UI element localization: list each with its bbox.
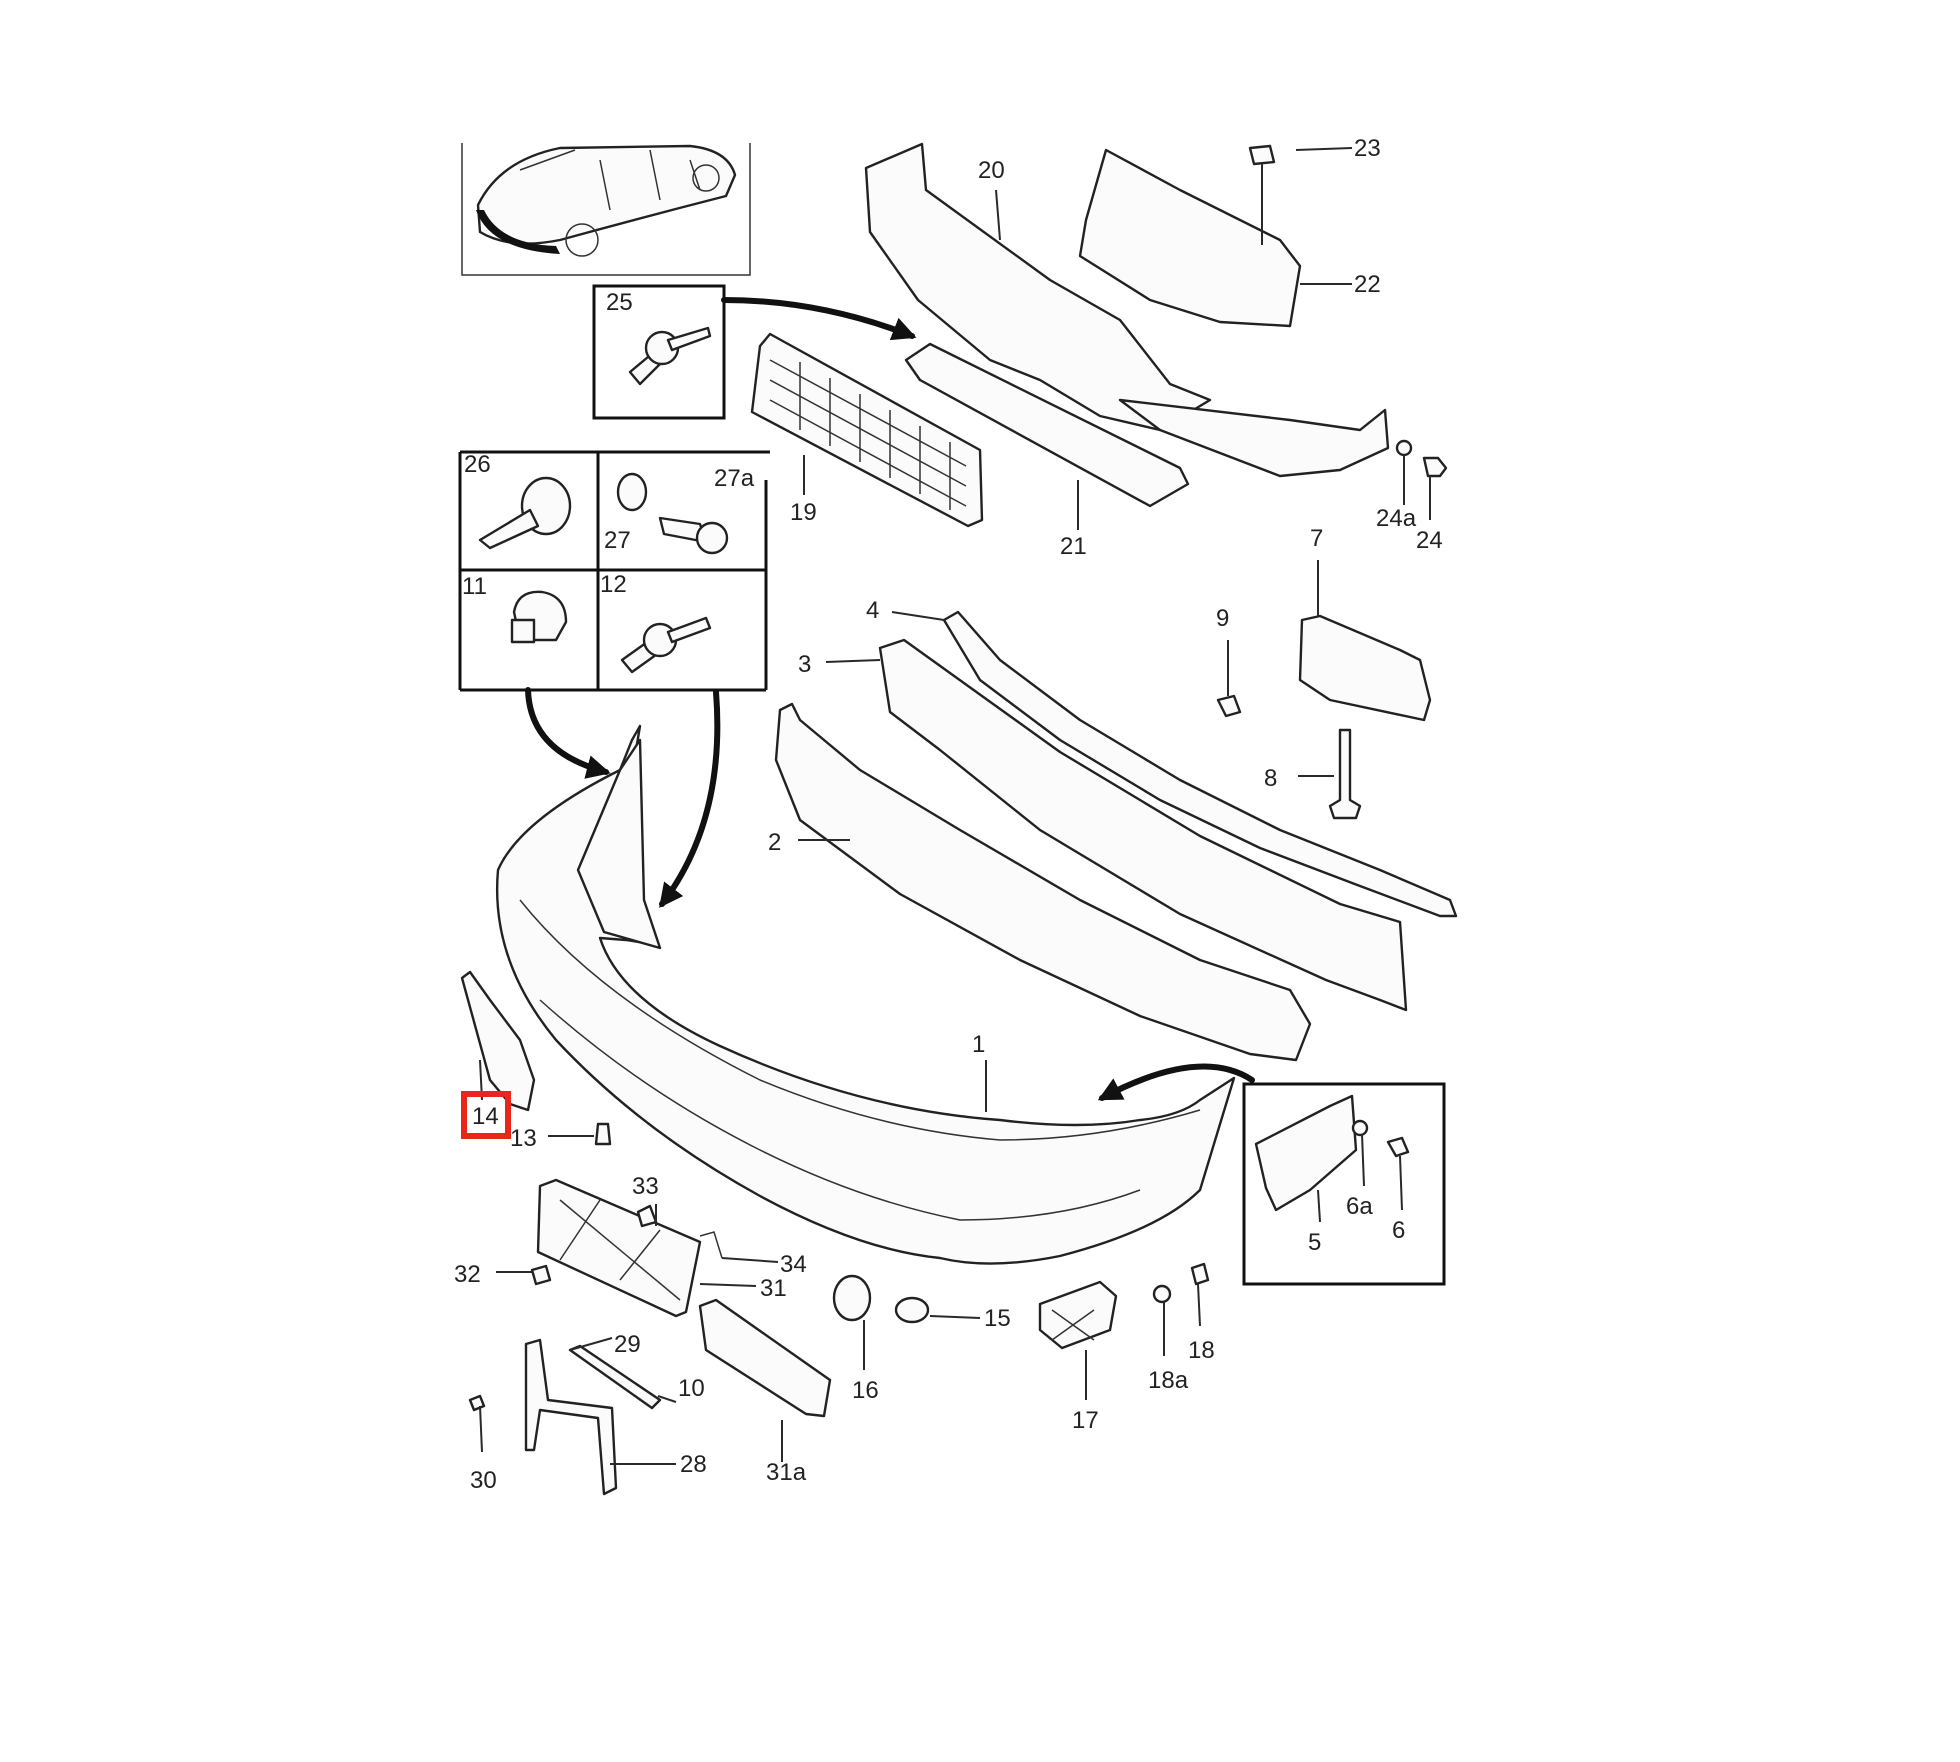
label-33: 33	[632, 1173, 659, 1200]
label-30: 30	[470, 1467, 497, 1494]
label-25: 25	[606, 289, 633, 316]
part-30-screw	[468, 1394, 486, 1412]
part-23-clip	[1248, 144, 1276, 166]
part-8-bolt	[1328, 728, 1362, 820]
label-9: 9	[1216, 605, 1229, 632]
inset-boxes-26-27-11-12	[458, 450, 770, 692]
label-22: 22	[1354, 271, 1381, 298]
label-26: 26	[464, 451, 491, 478]
label-6a: 6a	[1346, 1193, 1373, 1220]
label-34: 34	[780, 1251, 807, 1278]
label-27a: 27a	[714, 465, 755, 492]
label-29: 29	[614, 1331, 641, 1358]
arrow-25	[721, 297, 917, 341]
label-17: 17	[1072, 1407, 1099, 1434]
label-27: 27	[604, 527, 631, 554]
label-18a: 18a	[1148, 1367, 1189, 1394]
part-32-screw	[530, 1264, 552, 1286]
part-20-duct-lower	[1118, 398, 1390, 478]
label-20: 20	[978, 157, 1005, 184]
label-2: 2	[768, 829, 781, 856]
part-9-screw	[1216, 694, 1242, 718]
label-32: 32	[454, 1261, 481, 1288]
part-19-grille	[750, 332, 984, 528]
part-34-bracket	[699, 1231, 723, 1259]
part-13-screw	[594, 1122, 612, 1146]
label-28: 28	[680, 1451, 707, 1478]
label-31a: 31a	[766, 1459, 807, 1486]
label-12: 12	[600, 571, 627, 598]
label-15: 15	[984, 1305, 1011, 1332]
label-19: 19	[790, 499, 817, 526]
label-16: 16	[852, 1377, 879, 1404]
part-22-shield	[1078, 148, 1302, 328]
arrow-bracket-5	[1097, 1063, 1255, 1101]
part-7-bracket	[1298, 614, 1432, 722]
label-6: 6	[1392, 1217, 1405, 1244]
label-3: 3	[798, 651, 811, 678]
part-17-fog-lamp	[1038, 1280, 1118, 1350]
leader-lines	[479, 147, 1431, 1465]
inset-box-25	[592, 284, 726, 420]
part-28-bracket	[524, 1338, 618, 1496]
part-33-clip	[636, 1204, 658, 1228]
part-4-mount-bar	[942, 610, 1458, 918]
part-24-screw	[1422, 456, 1448, 478]
part-18-screw	[1190, 1262, 1210, 1286]
label-31: 31	[760, 1275, 787, 1302]
label-4: 4	[866, 597, 879, 624]
part-16-ring	[832, 1274, 872, 1322]
label-5: 5	[1308, 1229, 1321, 1256]
arrow-left-clips	[525, 687, 611, 779]
part-21-air-guide	[904, 342, 1190, 508]
part-2-absorber	[774, 702, 1312, 1062]
car-locator-thumbnail	[461, 143, 751, 276]
inset-box-5-6	[1242, 1082, 1446, 1286]
highlight-box-14	[461, 1091, 511, 1139]
label-14: 14	[472, 1103, 499, 1130]
label-18: 18	[1188, 1337, 1215, 1364]
label-1: 1	[972, 1031, 985, 1058]
label-23: 23	[1354, 135, 1381, 162]
part-3-reinforcement	[878, 638, 1408, 1012]
part-31a-plate	[698, 1298, 832, 1418]
part-1-bumper-cover	[496, 724, 1236, 1265]
arrow-right-clips	[659, 689, 721, 908]
label-24a: 24a	[1376, 505, 1417, 532]
part-18a-washer	[1152, 1284, 1172, 1304]
label-24: 24	[1416, 527, 1443, 554]
part-24a-washer	[1395, 439, 1413, 457]
label-10: 10	[678, 1375, 705, 1402]
label-8: 8	[1264, 765, 1277, 792]
part-14-tow-cover	[460, 970, 536, 1112]
label-13: 13	[510, 1125, 537, 1152]
label-11: 11	[462, 573, 487, 600]
part-labels: 20 23 22 25 26 27a 27 19 21 24a 24 11 12…	[454, 135, 1443, 1494]
label-7: 7	[1310, 525, 1323, 552]
part-15-cap	[894, 1296, 930, 1324]
label-21: 21	[1060, 533, 1087, 560]
